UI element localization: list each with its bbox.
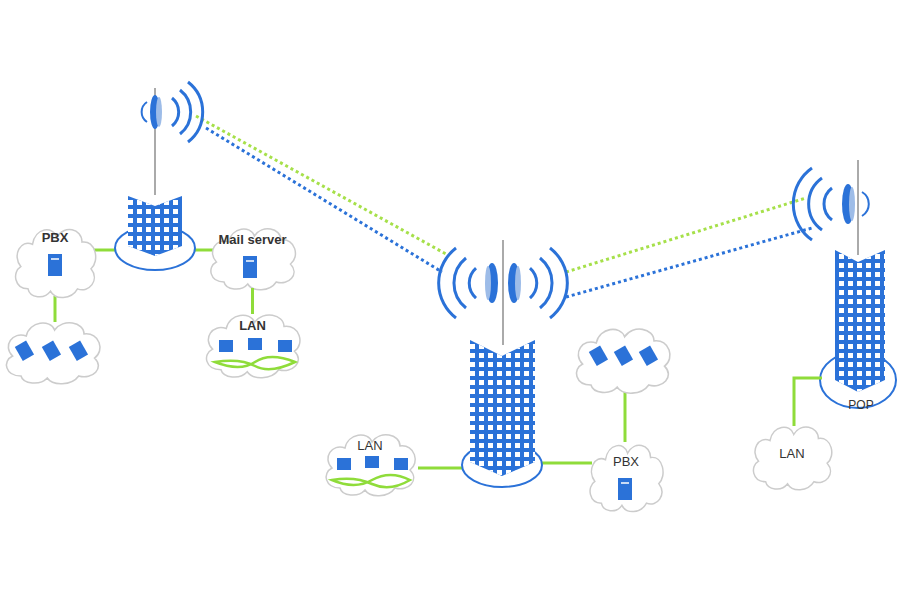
phone-cloud (576, 329, 669, 393)
right-tower (793, 160, 896, 408)
lan-cloud: LAN (200, 308, 305, 380)
node-label: LAN (748, 446, 836, 461)
pop-tower: POP (822, 360, 900, 420)
middle-tower (439, 240, 568, 487)
left-tower (115, 82, 203, 270)
lan-ring (215, 357, 410, 487)
cloud-outline (585, 438, 667, 514)
phone-cloud (6, 323, 99, 384)
node-label: Mail server (205, 232, 300, 247)
computer-icon (219, 338, 408, 470)
server-slot (51, 259, 629, 483)
pbx-cloud: PBX (10, 222, 100, 300)
server-icon (48, 254, 632, 500)
wire-connector (794, 378, 822, 426)
node-label: POP (822, 398, 900, 412)
node-label: LAN (200, 318, 305, 333)
wire (55, 250, 625, 468)
mail-server-cloud: Mail server (205, 222, 300, 292)
node-label: LAN (320, 438, 420, 453)
node-label: PBX (10, 230, 100, 245)
pbx-cloud: PBX (585, 438, 667, 514)
phone-icon (15, 341, 658, 366)
lan-cloud: LAN (320, 428, 420, 498)
wire-connector (251, 288, 254, 314)
lan-cloud: LAN (748, 420, 836, 492)
node-label: PBX (585, 454, 667, 469)
